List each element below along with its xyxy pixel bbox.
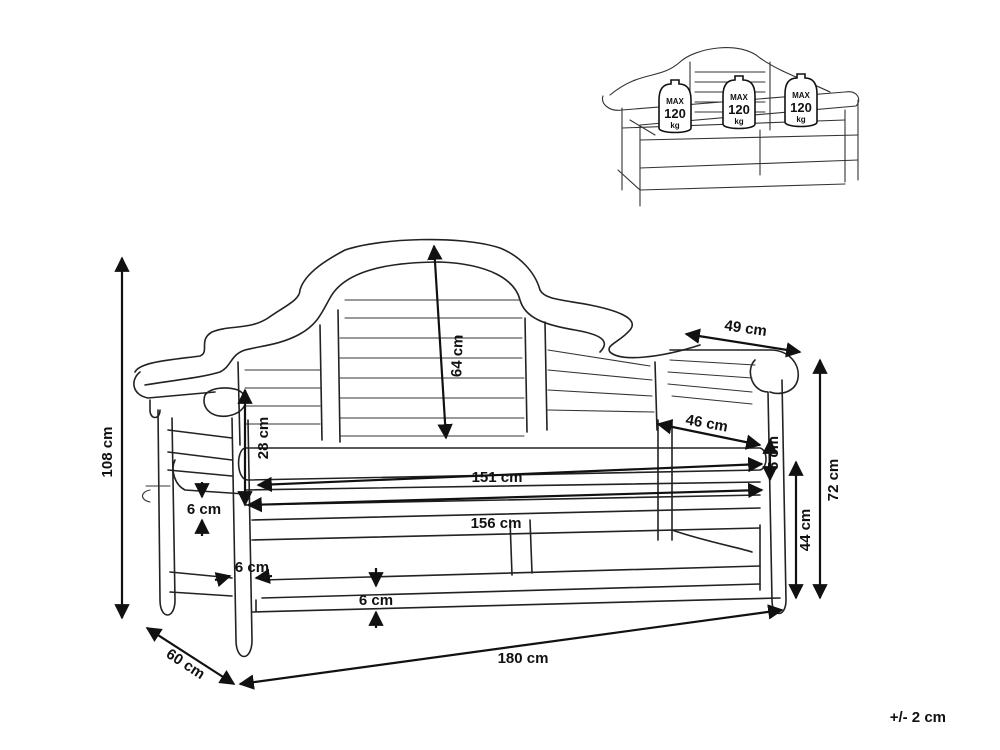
dim-seat-depth: [656, 419, 762, 450]
label-cushion-width: 151 cm: [472, 469, 523, 486]
dim-side-stretcher-right: [254, 568, 273, 584]
label-total-width: 180 cm: [498, 650, 549, 667]
weight-max-label: MAX: [792, 91, 810, 100]
dim-total-width: [238, 604, 784, 690]
weight-badge: MAX 120 kg: [658, 79, 692, 134]
weight-value: 120: [790, 100, 812, 115]
label-front-stretcher: 6 cm: [359, 592, 393, 609]
label-total-depth: 60 cm: [163, 646, 208, 683]
label-backrest-height: 64 cm: [448, 334, 466, 377]
weight-badge: MAX 120 kg: [784, 73, 818, 128]
weight-unit: kg: [734, 117, 743, 126]
weight-max-label: MAX: [666, 97, 684, 106]
dim-armrest-depth: [684, 328, 802, 358]
weight-unit: kg: [796, 115, 805, 124]
dim-backrest-height: [427, 244, 453, 440]
dimension-lines: [114, 244, 828, 690]
dim-cushion-width: [256, 456, 764, 493]
label-armrest-depth: 49 cm: [723, 317, 767, 340]
dim-side-stretcher-left: [214, 572, 232, 588]
weight-unit: kg: [670, 121, 679, 130]
weight-value: 120: [728, 102, 750, 117]
label-seat-width: 156 cm: [471, 515, 522, 532]
label-backrest-lower: 28 cm: [255, 417, 272, 460]
dim-seat-width: [246, 482, 764, 513]
bench-drawing: [133, 238, 799, 658]
weight-value: 120: [664, 106, 686, 121]
label-armrest-height: 72 cm: [825, 459, 842, 502]
label-seat-height: 44 cm: [797, 509, 814, 552]
weight-max-label: MAX: [730, 93, 748, 102]
dim-total-depth: [145, 627, 236, 685]
weight-badge: MAX 120 kg: [722, 75, 756, 130]
tolerance-note: +/- 2 cm: [890, 709, 946, 726]
label-cushion-thickness: 5 cm: [765, 436, 782, 470]
label-side-leg: 6 cm: [187, 501, 221, 518]
label-seat-depth: 46 cm: [684, 412, 729, 436]
label-total-height: 108 cm: [99, 427, 116, 478]
label-side-stretcher: 6 cm: [235, 559, 269, 576]
